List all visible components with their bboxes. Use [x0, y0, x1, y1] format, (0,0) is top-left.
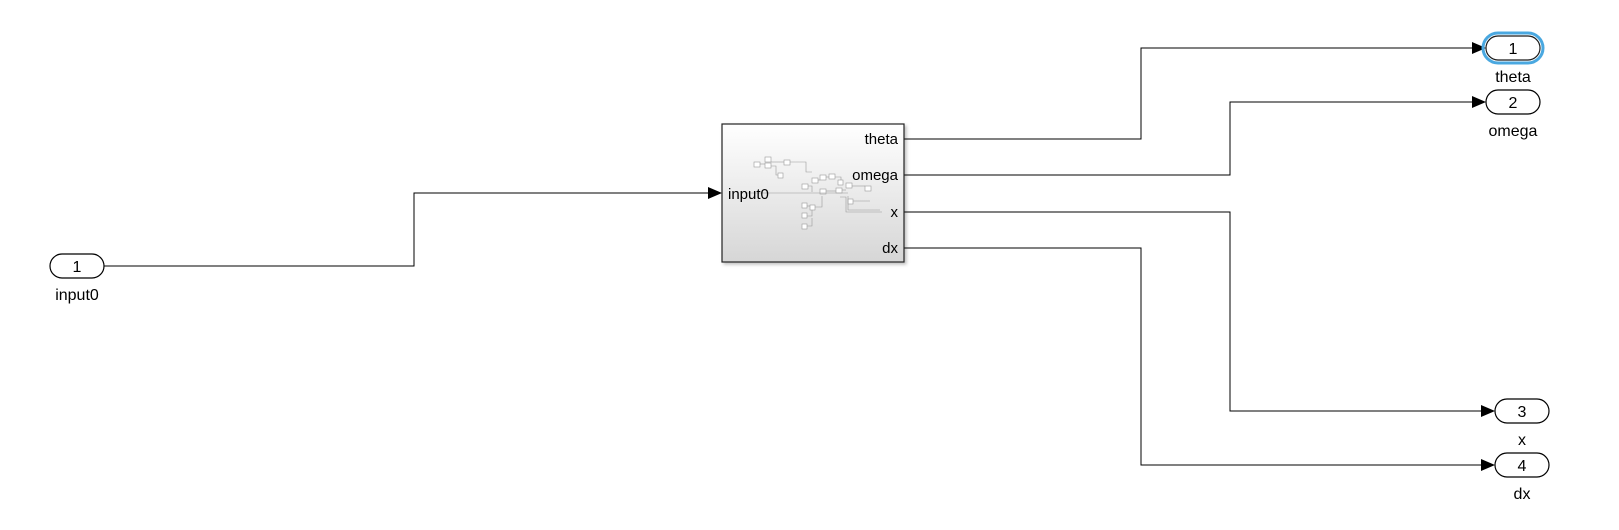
subsystem-output-label-x: x	[891, 204, 899, 221]
outport-number: 2	[1509, 95, 1518, 112]
signal-line-x[interactable]	[904, 211, 1481, 412]
outport-number: 4	[1518, 458, 1527, 475]
inport-block-1[interactable]: 1 input0	[49, 253, 105, 304]
subsystem-preview-thumbnail	[745, 156, 882, 230]
signal-line-dx[interactable]	[904, 247, 1481, 466]
arrowhead-omega	[1472, 96, 1486, 108]
outport-shape[interactable]	[1494, 452, 1550, 478]
signal-line-omega[interactable]	[904, 101, 1472, 176]
arrowhead-input0	[708, 187, 722, 199]
outport-block-1[interactable]: 1 theta	[1481, 31, 1545, 86]
outport-shape[interactable]	[1485, 35, 1541, 61]
signal-line-theta[interactable]	[904, 47, 1472, 140]
arrowhead-theta	[1472, 42, 1486, 54]
inport-number: 1	[73, 259, 82, 276]
outport-number: 3	[1518, 404, 1527, 421]
outport-number: 1	[1509, 41, 1518, 58]
subsystem-block[interactable]: input0 theta omega x dx	[721, 123, 905, 263]
subsystem-output-label-omega: omega	[852, 167, 899, 184]
inport-label[interactable]: input0	[55, 287, 99, 304]
outport-label[interactable]: dx	[1514, 486, 1531, 503]
inport-shape[interactable]	[49, 253, 105, 279]
signal-lines	[104, 42, 1495, 471]
outport-block-4[interactable]: 4 dx	[1494, 452, 1550, 503]
outport-label[interactable]: theta	[1495, 69, 1531, 86]
outport-label[interactable]: omega	[1489, 123, 1538, 140]
arrowhead-dx	[1481, 459, 1495, 471]
outport-shape[interactable]	[1494, 398, 1550, 424]
outport-shape[interactable]	[1485, 89, 1541, 115]
outport-label[interactable]: x	[1518, 432, 1526, 449]
subsystem-output-label-dx: dx	[882, 240, 898, 257]
subsystem-output-label-theta: theta	[865, 131, 899, 148]
selection-highlight	[1481, 31, 1545, 65]
outport-block-2[interactable]: 2 omega	[1485, 89, 1541, 140]
outport-block-3[interactable]: 3 x	[1494, 398, 1550, 449]
signal-line-input0[interactable]	[104, 192, 708, 267]
subsystem-input-label-input0: input0	[728, 186, 769, 203]
arrowhead-x	[1481, 405, 1495, 417]
